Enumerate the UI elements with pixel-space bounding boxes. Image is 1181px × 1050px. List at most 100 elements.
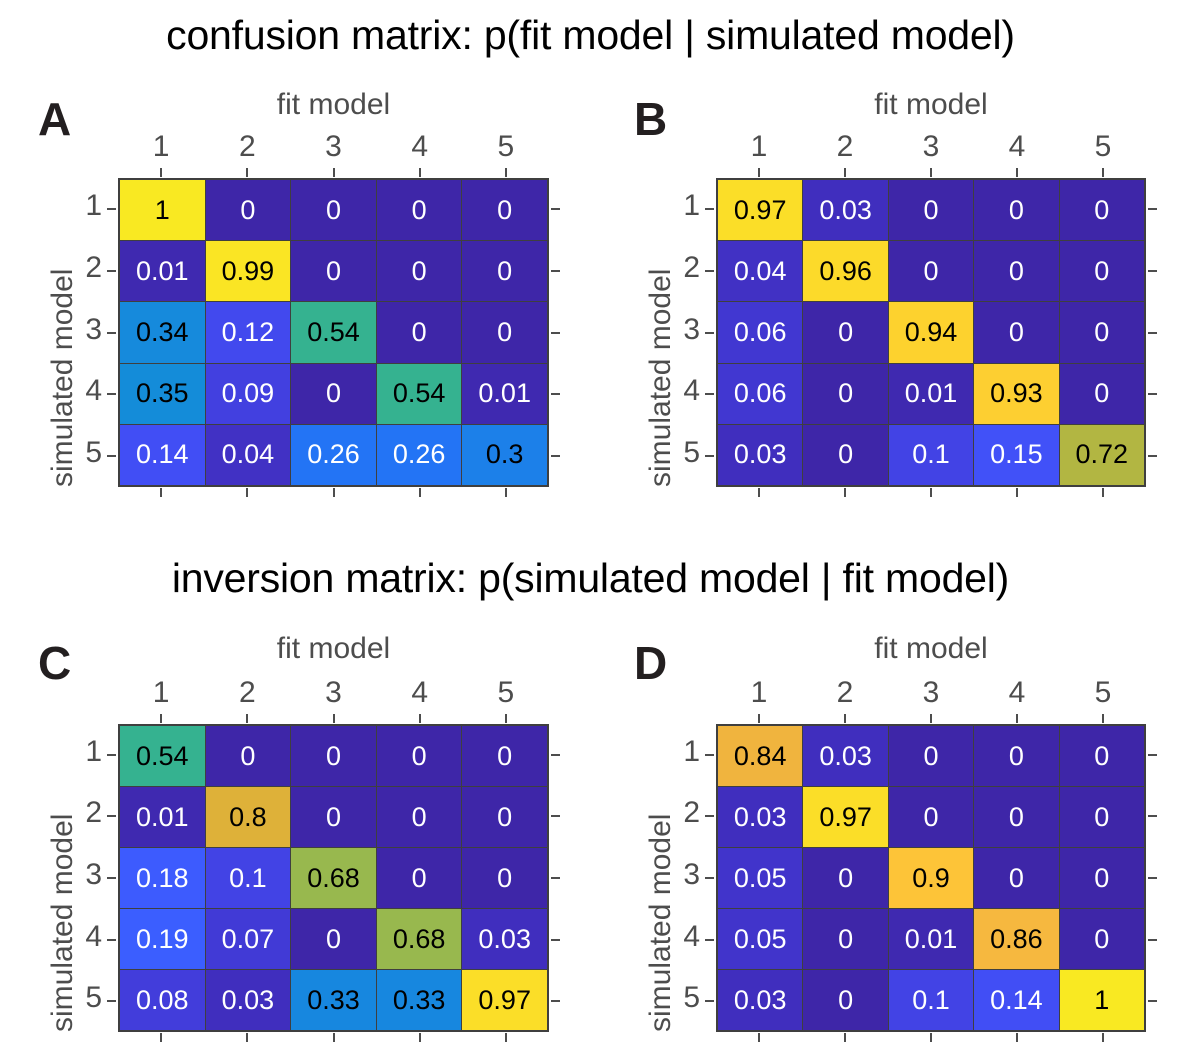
heatmap-cell[interactable]: 0.03 bbox=[803, 726, 888, 786]
heatmap-cell[interactable]: 0.96 bbox=[803, 241, 888, 302]
heatmap-cell[interactable]: 0 bbox=[462, 726, 547, 786]
heatmap-cell[interactable]: 0.86 bbox=[974, 909, 1059, 969]
heatmap-cell[interactable]: 0.06 bbox=[718, 363, 803, 424]
heatmap-cell[interactable]: 0.09 bbox=[205, 363, 291, 424]
heatmap-cell[interactable]: 0 bbox=[291, 241, 376, 302]
heatmap-cell[interactable]: 0.05 bbox=[718, 909, 803, 969]
heatmap-cell[interactable]: 0.01 bbox=[462, 363, 547, 424]
heatmap-cell[interactable]: 0.08 bbox=[120, 970, 205, 1030]
heatmap-cell[interactable]: 0 bbox=[462, 302, 547, 363]
heatmap-cell[interactable]: 0.12 bbox=[205, 302, 291, 363]
heatmap-cell[interactable]: 0.03 bbox=[205, 970, 291, 1030]
heatmap-cell[interactable]: 0.72 bbox=[1059, 424, 1144, 485]
heatmap-cell[interactable]: 0.07 bbox=[205, 909, 291, 969]
heatmap-cell[interactable]: 0 bbox=[974, 726, 1059, 786]
heatmap-cell[interactable]: 0.35 bbox=[120, 363, 205, 424]
heatmap-cell[interactable]: 0 bbox=[462, 787, 547, 847]
heatmap-cell[interactable]: 0 bbox=[291, 180, 376, 241]
heatmap-cell[interactable]: 0 bbox=[462, 241, 547, 302]
heatmap-cell[interactable]: 0.26 bbox=[291, 424, 376, 485]
heatmap-cell[interactable]: 0.9 bbox=[888, 848, 974, 908]
heatmap-cell[interactable]: 0.03 bbox=[462, 909, 547, 969]
heatmap-cell[interactable]: 0.33 bbox=[291, 970, 376, 1030]
heatmap-cell[interactable]: 0 bbox=[974, 787, 1059, 847]
heatmap-cell[interactable]: 0 bbox=[803, 909, 888, 969]
heatmap-cell[interactable]: 0.05 bbox=[718, 848, 803, 908]
heatmap-cell[interactable]: 0.19 bbox=[120, 909, 205, 969]
heatmap-cell[interactable]: 0.8 bbox=[205, 787, 291, 847]
heatmap-cell[interactable]: 0.68 bbox=[376, 909, 462, 969]
heatmap-cell[interactable]: 0.14 bbox=[974, 970, 1059, 1030]
heatmap-cell[interactable]: 0 bbox=[1059, 180, 1144, 241]
heatmap-cell[interactable]: 0.03 bbox=[718, 970, 803, 1030]
heatmap-cell[interactable]: 0.01 bbox=[888, 363, 974, 424]
heatmap-cell[interactable]: 0 bbox=[974, 302, 1059, 363]
heatmap-cell[interactable]: 0.68 bbox=[291, 848, 376, 908]
heatmap-cell[interactable]: 0 bbox=[376, 726, 462, 786]
heatmap-cell[interactable]: 0 bbox=[803, 302, 888, 363]
heatmap-cell[interactable]: 0 bbox=[376, 180, 462, 241]
heatmap-cell[interactable]: 0.18 bbox=[120, 848, 205, 908]
heatmap-cell[interactable]: 0 bbox=[803, 363, 888, 424]
heatmap-cell[interactable]: 0 bbox=[1059, 363, 1144, 424]
heatmap-cell[interactable]: 0.54 bbox=[120, 726, 205, 786]
heatmap-cell[interactable]: 0 bbox=[376, 787, 462, 847]
heatmap-cell[interactable]: 0.14 bbox=[120, 424, 205, 485]
heatmap-cell[interactable]: 0.94 bbox=[888, 302, 974, 363]
heatmap-cell[interactable]: 0 bbox=[803, 970, 888, 1030]
heatmap-cell[interactable]: 0 bbox=[376, 302, 462, 363]
heatmap-cell[interactable]: 0.03 bbox=[718, 424, 803, 485]
heatmap-cell[interactable]: 0.54 bbox=[291, 302, 376, 363]
heatmap-cell[interactable]: 0 bbox=[1059, 909, 1144, 969]
heatmap-cell[interactable]: 0.97 bbox=[718, 180, 803, 241]
heatmap-cell[interactable]: 0 bbox=[291, 787, 376, 847]
heatmap-cell[interactable]: 0 bbox=[205, 726, 291, 786]
heatmap-cell[interactable]: 0 bbox=[1059, 848, 1144, 908]
heatmap-cell[interactable]: 0.01 bbox=[120, 787, 205, 847]
heatmap-cell[interactable]: 0 bbox=[462, 848, 547, 908]
heatmap-cell[interactable]: 0 bbox=[376, 241, 462, 302]
heatmap-cell[interactable]: 0 bbox=[1059, 787, 1144, 847]
heatmap-cell[interactable]: 0.97 bbox=[462, 970, 547, 1030]
heatmap-cell[interactable]: 0.99 bbox=[205, 241, 291, 302]
heatmap-cell[interactable]: 0 bbox=[291, 363, 376, 424]
heatmap-cell[interactable]: 0.04 bbox=[718, 241, 803, 302]
heatmap-cell[interactable]: 0 bbox=[888, 180, 974, 241]
heatmap-cell[interactable]: 0 bbox=[888, 787, 974, 847]
heatmap-cell[interactable]: 0 bbox=[974, 241, 1059, 302]
heatmap-cell[interactable]: 0.34 bbox=[120, 302, 205, 363]
heatmap-cell[interactable]: 0.93 bbox=[974, 363, 1059, 424]
heatmap-cell[interactable]: 0.04 bbox=[205, 424, 291, 485]
heatmap-cell[interactable]: 0.33 bbox=[376, 970, 462, 1030]
heatmap-cell[interactable]: 0 bbox=[462, 180, 547, 241]
heatmap-cell[interactable]: 0 bbox=[1059, 302, 1144, 363]
heatmap-cell[interactable]: 0.01 bbox=[120, 241, 205, 302]
heatmap-cell[interactable]: 0.1 bbox=[888, 970, 974, 1030]
heatmap-cell[interactable]: 0 bbox=[888, 726, 974, 786]
heatmap-cell[interactable]: 1 bbox=[120, 180, 205, 241]
heatmap-cell[interactable]: 0.84 bbox=[718, 726, 803, 786]
heatmap-cell[interactable]: 0.1 bbox=[205, 848, 291, 908]
heatmap-cell[interactable]: 0 bbox=[291, 909, 376, 969]
heatmap-cell[interactable]: 0.26 bbox=[376, 424, 462, 485]
heatmap-cell[interactable]: 0.1 bbox=[888, 424, 974, 485]
heatmap-cell[interactable]: 0 bbox=[291, 726, 376, 786]
heatmap-cell[interactable]: 0.3 bbox=[462, 424, 547, 485]
heatmap-cell[interactable]: 0.15 bbox=[974, 424, 1059, 485]
heatmap-cell[interactable]: 0.03 bbox=[718, 787, 803, 847]
heatmap-cell[interactable]: 0.01 bbox=[888, 909, 974, 969]
heatmap-cell[interactable]: 0 bbox=[974, 180, 1059, 241]
heatmap-cell[interactable]: 0.06 bbox=[718, 302, 803, 363]
heatmap-cell[interactable]: 0 bbox=[376, 848, 462, 908]
heatmap-cell[interactable]: 0 bbox=[1059, 726, 1144, 786]
heatmap-cell[interactable]: 0 bbox=[205, 180, 291, 241]
heatmap-cell[interactable]: 0 bbox=[1059, 241, 1144, 302]
heatmap-cell[interactable]: 0 bbox=[974, 848, 1059, 908]
heatmap-cell[interactable]: 1 bbox=[1059, 970, 1144, 1030]
heatmap-cell[interactable]: 0 bbox=[803, 424, 888, 485]
heatmap-cell[interactable]: 0.54 bbox=[376, 363, 462, 424]
heatmap-cell[interactable]: 0 bbox=[803, 848, 888, 908]
heatmap-cell[interactable]: 0.97 bbox=[803, 787, 888, 847]
heatmap-cell[interactable]: 0.03 bbox=[803, 180, 888, 241]
heatmap-cell[interactable]: 0 bbox=[888, 241, 974, 302]
